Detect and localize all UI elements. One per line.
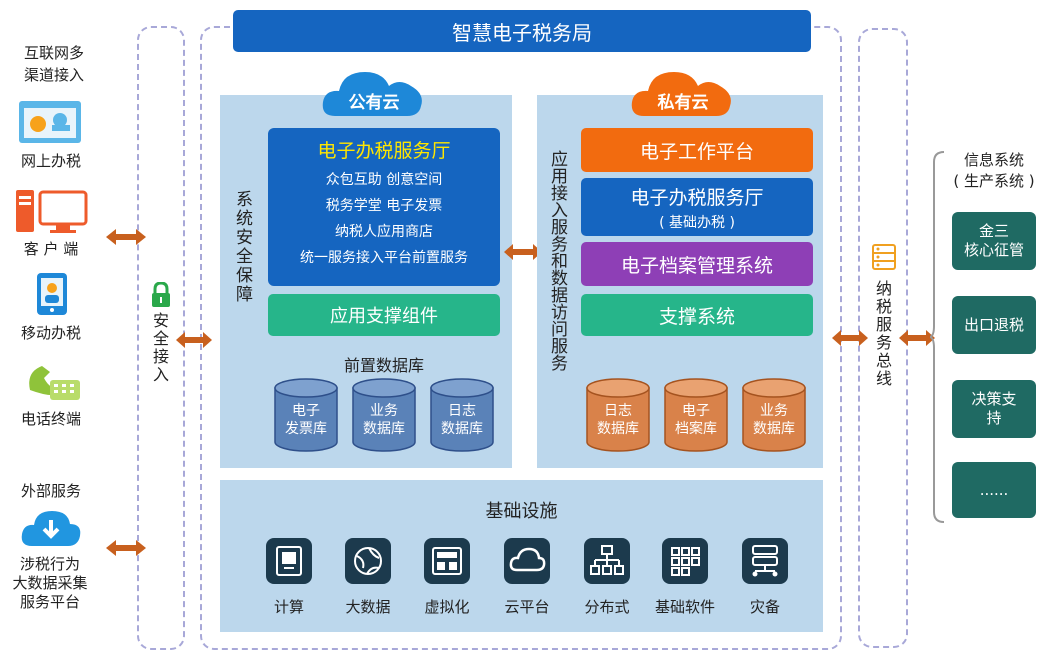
mobile-phone-icon bbox=[36, 272, 68, 316]
external-service-label: 外部服务 bbox=[20, 482, 81, 500]
web-office-icon bbox=[18, 100, 82, 144]
cloud-platform-icon bbox=[504, 538, 550, 584]
infra-label-disaster-recovery: 灾备 bbox=[749, 598, 780, 616]
public-db-2: 业务数据库 bbox=[352, 378, 416, 452]
app-access-service-label: 应用接入服务和数据访问服务 bbox=[547, 150, 567, 371]
client-label: 客 户 端 bbox=[23, 240, 79, 258]
virtualization-icon bbox=[424, 538, 470, 584]
basic-software-icon bbox=[662, 538, 708, 584]
lock-icon bbox=[150, 281, 172, 308]
support-system: 支撑系统 bbox=[581, 294, 813, 336]
cloud-download-icon bbox=[20, 508, 82, 548]
infra-label-big-data: 大数据 bbox=[345, 598, 391, 616]
private-db-3: 业务数据库 bbox=[742, 378, 806, 452]
compute-icon bbox=[266, 538, 312, 584]
disaster-recovery-icon bbox=[742, 538, 788, 584]
system-tile-more: ...... bbox=[952, 462, 1036, 518]
infra-label-virtualization: 虚拟化 bbox=[424, 598, 470, 616]
infrastructure-title: 基础设施 bbox=[485, 501, 558, 522]
tax-service-bus-label: 纳税服务总线 bbox=[873, 280, 892, 388]
info-system-title: 信息系统 ( 生产系统 ) bbox=[953, 151, 1035, 190]
private-db-1: 日志数据库 bbox=[586, 378, 650, 452]
public-hall-box: 电子办税服务厅 众包互助 创意空间 税务学堂 电子发票 纳税人应用商店 统一服务… bbox=[268, 128, 500, 286]
system-tile-export-rebate: 出口退税 bbox=[952, 296, 1036, 354]
private-hall-box: 电子办税服务厅 ( 基础办税 ) bbox=[581, 178, 813, 236]
infra-label-compute: 计算 bbox=[273, 598, 304, 616]
mobile-office-label: 移动办税 bbox=[20, 324, 81, 342]
infra-label-cloud-platform: 云平台 bbox=[504, 598, 550, 616]
private-cloud-badge: 私有云 bbox=[630, 66, 736, 118]
public-cloud-badge: 公有云 bbox=[321, 66, 427, 118]
double-arrow-icon bbox=[832, 330, 868, 346]
right-bracket bbox=[930, 151, 945, 523]
double-arrow-icon bbox=[106, 229, 146, 245]
bigdata-platform-label: 涉税行为 大数据采集 服务平台 bbox=[12, 555, 88, 611]
infra-label-distributed: 分布式 bbox=[584, 598, 630, 616]
page-title: 智慧电子税务局 bbox=[233, 10, 811, 52]
system-tile-decision-support: 决策支 持 bbox=[952, 380, 1036, 438]
e-archive-system: 电子档案管理系统 bbox=[581, 242, 813, 286]
public-db-3: 日志数据库 bbox=[430, 378, 494, 452]
front-db-title: 前置数据库 bbox=[343, 356, 424, 375]
big-data-icon bbox=[345, 538, 391, 584]
desktop-computer-icon bbox=[14, 188, 90, 236]
double-arrow-icon bbox=[106, 540, 146, 556]
multi-channel-label: 互联网多 渠道接入 bbox=[23, 44, 84, 84]
bus-icon bbox=[872, 244, 896, 270]
infra-label-basic-software: 基础软件 bbox=[654, 598, 715, 616]
app-support-components: 应用支撑组件 bbox=[268, 294, 500, 336]
telephone-icon bbox=[22, 360, 82, 402]
online-office-label: 网上办税 bbox=[20, 152, 81, 170]
double-arrow-icon bbox=[504, 244, 542, 260]
security-access-label: 安全接入 bbox=[150, 312, 169, 384]
double-arrow-icon bbox=[176, 332, 212, 348]
system-tile-golden-tax: 金三 核心征管 bbox=[952, 212, 1036, 270]
e-work-platform: 电子工作平台 bbox=[581, 128, 813, 172]
private-db-2: 电子档案库 bbox=[664, 378, 728, 452]
public-db-1: 电子发票库 bbox=[274, 378, 338, 452]
system-security-label: 系统安全保障 bbox=[232, 190, 252, 304]
distributed-icon bbox=[584, 538, 630, 584]
phone-terminal-label: 电话终端 bbox=[20, 410, 81, 428]
double-arrow-icon bbox=[899, 330, 935, 346]
